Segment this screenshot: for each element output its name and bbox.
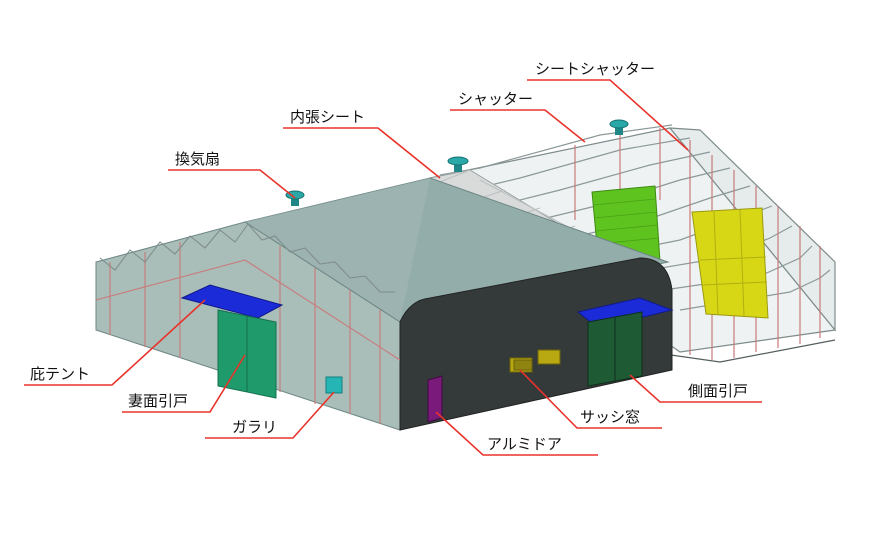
sheet-shutter [691,207,769,319]
gable-truss [99,223,395,293]
label-side-sliding-door: 側面引戸 [688,382,749,400]
vent-fan-icon [285,190,305,206]
leader-sheet-shutter [527,79,689,151]
vent-fan-icon [447,156,469,172]
leader-aluminum-door [435,411,598,456]
leader-inner-sheet [283,127,441,179]
label-vent-fan: 換気扇 [175,150,221,168]
label-end-wall-sliding-door: 妻面引戸 [128,392,189,410]
end-awning [180,284,284,319]
label-louver: ガラリ [232,418,278,436]
leader-awning-tent [24,299,206,386]
end-wall-frame [95,242,401,424]
label-sheet-shutter: シートシャッター [535,60,656,78]
leader-end-door [122,354,246,413]
sheet-shutter-folds [699,209,768,317]
vent-fan-icon [609,119,629,135]
leader-vent-fan [168,169,296,199]
label-awning-tent: 庇テント [30,365,91,383]
leader-shutter [450,109,586,143]
label-shutter: シャッター [458,90,534,108]
leader-sash-window [519,369,662,429]
rear-ground-rail [649,339,836,363]
label-sash-window: サッシ窓 [580,408,641,426]
leader-louver [205,391,335,439]
leader-lines [24,79,762,456]
label-aluminum-door: アルミドア [487,435,562,453]
louver [325,376,343,394]
roof-shade [245,178,430,322]
leader-side-door [629,374,762,403]
label-inner-sheet: 内張シート [290,108,366,126]
side-wall [399,257,673,431]
